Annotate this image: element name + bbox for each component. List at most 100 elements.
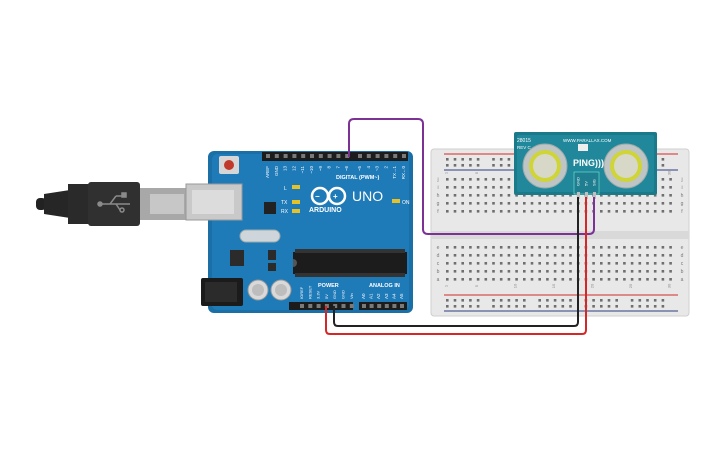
breadboard-hole[interactable] (469, 194, 472, 197)
breadboard-hole[interactable] (484, 246, 488, 249)
breadboard-hole[interactable] (553, 278, 557, 281)
breadboard-hole[interactable] (561, 254, 565, 257)
breadboard-hole[interactable] (592, 262, 595, 265)
breadboard-hole[interactable] (638, 299, 642, 302)
breadboard-hole[interactable] (607, 254, 611, 257)
breadboard-hole[interactable] (623, 254, 626, 257)
breadboard-hole[interactable] (669, 194, 672, 197)
breadboard-hole[interactable] (569, 194, 572, 197)
breadboard-hole[interactable] (630, 202, 634, 205)
breadboard-hole[interactable] (507, 194, 511, 197)
breadboard-hole[interactable] (546, 246, 549, 249)
breadboard-hole[interactable] (646, 299, 649, 302)
breadboard-hole[interactable] (638, 262, 642, 265)
breadboard-hole[interactable] (492, 270, 495, 273)
breadboard-hole[interactable] (638, 246, 642, 249)
breadboard-hole[interactable] (530, 262, 534, 265)
breadboard-hole[interactable] (553, 210, 557, 213)
breadboard-hole[interactable] (546, 262, 549, 265)
breadboard-hole[interactable] (615, 194, 618, 197)
breadboard-hole[interactable] (661, 210, 665, 213)
breadboard-hole[interactable] (523, 246, 526, 249)
breadboard-hole[interactable] (630, 194, 634, 197)
breadboard-hole[interactable] (661, 305, 665, 308)
breadboard-hole[interactable] (507, 278, 511, 281)
breadboard-hole[interactable] (607, 305, 611, 308)
power-pin-hole[interactable] (308, 304, 313, 308)
breadboard-hole[interactable] (469, 254, 472, 257)
breadboard-hole[interactable] (476, 262, 480, 265)
breadboard-hole[interactable] (592, 299, 595, 302)
breadboard-hole[interactable] (592, 246, 595, 249)
breadboard-hole[interactable] (530, 278, 534, 281)
breadboard-hole[interactable] (461, 299, 464, 302)
breadboard-hole[interactable] (630, 246, 634, 249)
breadboard-hole[interactable] (592, 305, 595, 308)
breadboard-hole[interactable] (661, 158, 665, 161)
breadboard-hole[interactable] (600, 299, 603, 302)
power-pin-hole[interactable] (316, 304, 321, 308)
breadboard-hole[interactable] (499, 158, 503, 161)
analog-pin-hole[interactable] (392, 304, 397, 308)
breadboard-hole[interactable] (546, 210, 549, 213)
breadboard-hole[interactable] (600, 246, 603, 249)
breadboard-hole[interactable] (446, 186, 449, 189)
breadboard-hole[interactable] (446, 178, 449, 181)
breadboard-hole[interactable] (569, 210, 572, 213)
breadboard-hole[interactable] (499, 210, 503, 213)
breadboard-hole[interactable] (607, 202, 611, 205)
breadboard-hole[interactable] (530, 246, 534, 249)
breadboard-hole[interactable] (630, 305, 634, 308)
breadboard-hole[interactable] (523, 262, 526, 265)
digital-pin-hole[interactable] (345, 154, 350, 158)
breadboard-hole[interactable] (446, 305, 449, 308)
breadboard-hole[interactable] (469, 158, 472, 161)
breadboard-hole[interactable] (646, 210, 649, 213)
breadboard-hole[interactable] (615, 210, 618, 213)
breadboard-hole[interactable] (600, 305, 603, 308)
breadboard-hole[interactable] (492, 299, 495, 302)
breadboard-hole[interactable] (600, 262, 603, 265)
digital-pin-hole[interactable] (301, 154, 306, 158)
breadboard-hole[interactable] (638, 254, 642, 257)
breadboard-hole[interactable] (515, 194, 518, 197)
breadboard-hole[interactable] (453, 202, 457, 205)
breadboard-hole[interactable] (515, 305, 518, 308)
breadboard-hole[interactable] (623, 262, 626, 265)
breadboard-hole[interactable] (446, 194, 449, 197)
breadboard-hole[interactable] (469, 299, 472, 302)
ground-wire[interactable] (333, 197, 579, 327)
breadboard-hole[interactable] (615, 246, 618, 249)
breadboard-hole[interactable] (484, 278, 488, 281)
breadboard-hole[interactable] (492, 210, 495, 213)
breadboard-hole[interactable] (446, 246, 449, 249)
breadboard-hole[interactable] (615, 278, 618, 281)
breadboard-hole[interactable] (499, 202, 503, 205)
breadboard-hole[interactable] (553, 254, 557, 257)
breadboard-hole[interactable] (507, 246, 511, 249)
breadboard-hole[interactable] (653, 202, 657, 205)
breadboard-hole[interactable] (669, 202, 672, 205)
breadboard-hole[interactable] (476, 202, 480, 205)
breadboard-hole[interactable] (561, 246, 565, 249)
breadboard-hole[interactable] (507, 299, 511, 302)
breadboard-hole[interactable] (499, 194, 503, 197)
breadboard-hole[interactable] (553, 202, 557, 205)
breadboard-hole[interactable] (446, 254, 449, 257)
breadboard-hole[interactable] (669, 254, 672, 257)
breadboard-hole[interactable] (561, 270, 565, 273)
breadboard-hole[interactable] (669, 178, 672, 181)
breadboard-hole[interactable] (638, 202, 642, 205)
breadboard-hole[interactable] (646, 278, 649, 281)
breadboard-hole[interactable] (530, 202, 534, 205)
breadboard-hole[interactable] (446, 299, 449, 302)
breadboard-hole[interactable] (615, 270, 618, 273)
breadboard-hole[interactable] (546, 202, 549, 205)
breadboard-hole[interactable] (453, 158, 457, 161)
breadboard-hole[interactable] (499, 186, 503, 189)
breadboard-hole[interactable] (446, 262, 449, 265)
breadboard-hole[interactable] (661, 186, 665, 189)
digital-pin-hole[interactable] (318, 154, 323, 158)
breadboard-hole[interactable] (461, 270, 464, 273)
breadboard-hole[interactable] (461, 164, 464, 167)
